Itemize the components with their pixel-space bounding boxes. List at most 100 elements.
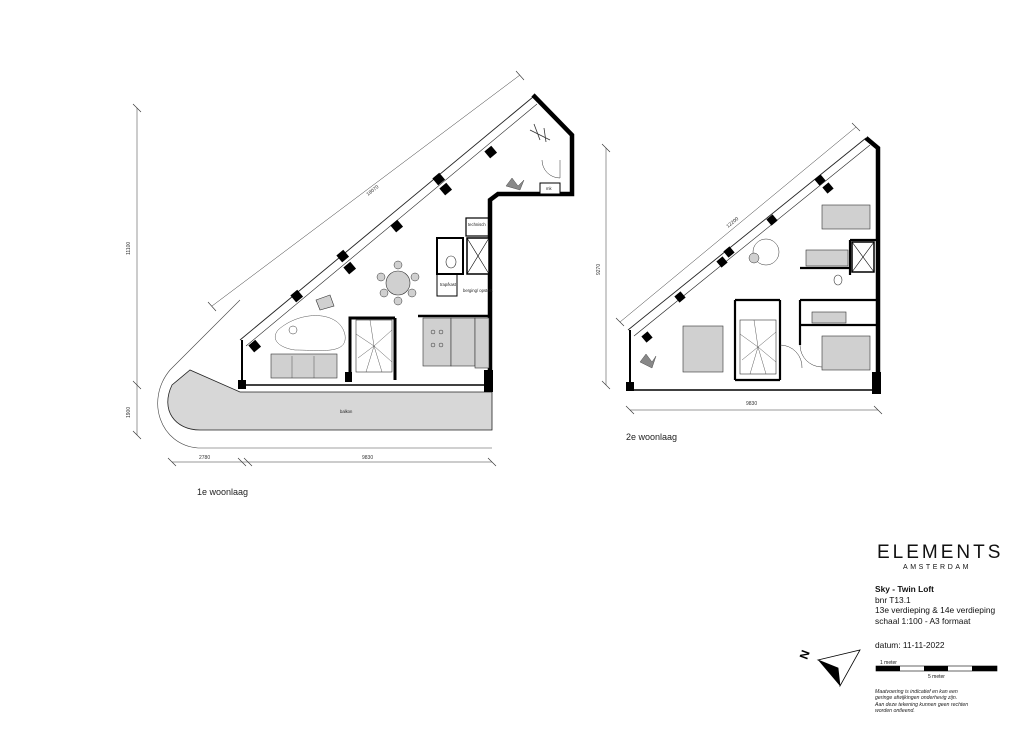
closet [436, 273, 458, 297]
dim-tick-2 [515, 70, 525, 81]
facade-inner-line [633, 144, 871, 337]
facade-column [336, 249, 350, 263]
disclaimer-line: Aan deze tekening kunnen geen rechten [875, 701, 969, 708]
dining-chair [410, 272, 420, 282]
room-label-storage: berging/ opstelt. [463, 288, 493, 293]
stair-steps [355, 319, 393, 373]
dim-tick [851, 122, 861, 132]
door-swing [779, 344, 803, 369]
corner-column-right [872, 372, 881, 394]
facade-column [290, 289, 304, 303]
facade-column [674, 291, 686, 303]
sofa [270, 353, 338, 379]
kitchen-hob [438, 342, 444, 348]
dining-chair [376, 272, 386, 282]
dim-tick [243, 457, 253, 467]
levels: 13e verdieping & 14e verdieping [875, 605, 996, 615]
dim-tick [873, 405, 883, 415]
floor-2-label: 2e woonlaag [626, 432, 678, 442]
dim-text-diagonal: 18070 [366, 184, 381, 197]
dim-text-height: 11100 [126, 242, 132, 255]
facade-column [766, 214, 778, 226]
room-label-balcony: balkon [340, 409, 353, 414]
dim-text-diagonal: 12200 [725, 216, 740, 230]
facade-column [439, 182, 453, 196]
stair-walls [348, 316, 397, 380]
disclaimer-line: geringe afwijkingen onderhevig zijn. [875, 695, 958, 702]
facade-column [723, 246, 735, 258]
dim-tick [601, 143, 611, 153]
dim-text-bottom-right: 9830 [362, 455, 373, 461]
facade-column [432, 172, 446, 186]
brand-name: ELEMENTS [877, 542, 1004, 563]
brand-logo: ELEMENTS AMSTERDAM [877, 542, 1004, 572]
balcony-area [167, 369, 493, 431]
date-text: datum: 11-11-2022 [875, 640, 945, 650]
dim-tick [167, 457, 177, 467]
disclaimer-line: worden ontleend. [875, 708, 915, 715]
technical-room [465, 217, 490, 237]
bed-right [821, 335, 871, 371]
corner-column-left [626, 382, 634, 391]
facade-outer-line [627, 137, 867, 331]
door-swing [799, 344, 823, 368]
disclaimer: Maatvoering is indicatief en kan een ger… [875, 689, 1005, 715]
stair-steps [739, 319, 777, 375]
dining-chair [407, 288, 417, 298]
kitchen-island [422, 317, 452, 367]
facade-column [343, 261, 357, 275]
kitchen-tall-units [474, 317, 490, 369]
dim-tick [132, 380, 142, 390]
dim-line-diagonal [619, 126, 857, 323]
meter-cupboard [539, 182, 561, 195]
room-label-closet: trap/kast [440, 282, 457, 287]
scale-label-bottom: 5 meter [928, 674, 945, 680]
rug [274, 315, 346, 351]
floor-1-label: 1e woonlaag [197, 487, 249, 497]
stair [739, 319, 777, 375]
project-info: Sky - Twin Loft bnr T13.1 13e verdieping… [875, 584, 995, 626]
bed-top [821, 204, 871, 230]
dining-chair [393, 296, 403, 306]
unit-number: bnr T13.1 [875, 594, 911, 605]
floor-2-plan: 12200 9270 9830 [596, 122, 883, 415]
kitchen-hob [430, 342, 436, 348]
dim-tick [625, 405, 635, 415]
washbasin [811, 311, 847, 324]
facade-column [484, 145, 498, 159]
plant [505, 177, 525, 191]
dim-tick [132, 103, 142, 113]
kitchen-hob [430, 329, 436, 335]
dim-tick [615, 317, 625, 327]
project-title: Sky - Twin Loft [875, 584, 934, 594]
dim-text-height: 9270 [596, 264, 602, 275]
entrance-door [541, 159, 561, 179]
toilet [833, 274, 843, 286]
scale-bar [875, 665, 998, 672]
dim-tick [487, 457, 497, 467]
brand-city: AMSTERDAM [902, 564, 972, 571]
facade-column [822, 182, 834, 194]
bed-left [682, 325, 724, 373]
kitchen-counter [450, 317, 476, 367]
wall-right-outer [864, 136, 881, 392]
plant [639, 353, 657, 369]
toilet [445, 255, 457, 269]
dim-tick-1 [207, 301, 217, 312]
wardrobe [805, 249, 849, 267]
floor-1-plan: 18070 11100 1900 2780 9830 balkon trap/k… [126, 70, 575, 467]
facade-column [814, 174, 826, 186]
facade-column [248, 339, 262, 353]
kitchen-hob [438, 329, 444, 335]
scale-text: schaal 1:100 - A3 formaat [875, 615, 971, 626]
dining-chair [393, 260, 403, 270]
disclaimer-line: Maatvoering is indicatief en kan een [875, 689, 958, 695]
wall-right-outer [487, 93, 575, 392]
scale-label-top: 1 meter [880, 660, 897, 666]
chair [748, 252, 760, 264]
north-arrow-letter: N [797, 648, 813, 661]
inner-walls [733, 238, 878, 382]
dining-chair [379, 288, 389, 298]
dining-table [385, 270, 411, 296]
